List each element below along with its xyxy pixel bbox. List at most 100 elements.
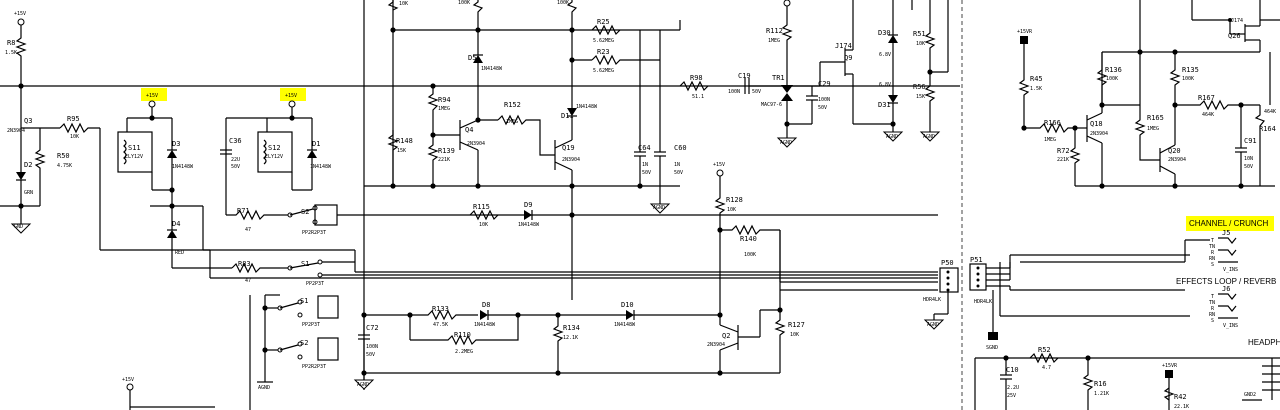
svg-text:1.21K: 1.21K bbox=[1094, 391, 1109, 397]
svg-text:50V: 50V bbox=[752, 89, 761, 95]
svg-text:50V: 50V bbox=[366, 352, 375, 358]
svg-text:221K: 221K bbox=[1057, 157, 1069, 163]
rail-15v-highlight-b: +15V bbox=[280, 88, 306, 118]
svg-text:S1: S1 bbox=[301, 260, 309, 268]
ground-symbol: AGND bbox=[353, 373, 375, 390]
svg-text:1MEG: 1MEG bbox=[768, 38, 780, 44]
svg-text:+15V: +15V bbox=[146, 93, 158, 99]
switch-s2-top: S2 PP2R2P3T bbox=[280, 204, 338, 236]
svg-text:R112: R112 bbox=[766, 27, 783, 35]
capacitor-c10: C10 2.2U 25V bbox=[1000, 366, 1019, 410]
svg-text:PP2P3T: PP2P3T bbox=[302, 322, 320, 328]
svg-text:2N3904: 2N3904 bbox=[467, 141, 485, 147]
resistor-r98: R98 51.1 bbox=[679, 74, 709, 100]
rail-15v-highlight-a: +15V bbox=[141, 88, 167, 118]
jack-j5: CHANNEL / CRUNCH J5 T TN R RN S V_INS bbox=[1186, 216, 1274, 273]
svg-text:D8: D8 bbox=[482, 301, 490, 309]
svg-text:R127: R127 bbox=[788, 321, 805, 329]
svg-text:R148: R148 bbox=[396, 137, 413, 145]
resistor-r50: R50 4.75K bbox=[34, 128, 72, 206]
svg-text:T: T bbox=[1211, 294, 1214, 300]
svg-text:100N: 100N bbox=[366, 344, 378, 350]
svg-text:15K: 15K bbox=[397, 148, 406, 154]
svg-text:P50: P50 bbox=[941, 259, 954, 267]
switch-s1-bottom: S1 PP2P3T bbox=[264, 294, 339, 382]
svg-text:Q18: Q18 bbox=[1090, 120, 1103, 128]
svg-text:1MEG: 1MEG bbox=[438, 106, 450, 112]
svg-text:R98: R98 bbox=[690, 74, 703, 82]
svg-text:R134: R134 bbox=[563, 324, 580, 332]
svg-text:Q9: Q9 bbox=[844, 54, 852, 62]
svg-text:5.62MEG: 5.62MEG bbox=[593, 38, 614, 44]
relay-s11: S11 ELY12V bbox=[117, 115, 172, 191]
ground-symbol: AGND bbox=[776, 124, 798, 148]
svg-text:R167: R167 bbox=[1198, 94, 1215, 102]
zener-d31: D31 6.8V bbox=[878, 82, 898, 124]
svg-text:100K: 100K bbox=[557, 0, 569, 6]
svg-text:R110: R110 bbox=[454, 331, 471, 339]
svg-text:D5: D5 bbox=[468, 54, 476, 62]
resistor-r148: R148 15K bbox=[387, 130, 413, 186]
svg-text:2.2MEG: 2.2MEG bbox=[455, 349, 473, 355]
svg-text:10K: 10K bbox=[790, 332, 799, 338]
rail-15vr-bottom: +15VR bbox=[1162, 363, 1178, 410]
resistor-r128: R128 10K bbox=[714, 176, 743, 315]
svg-text:464K: 464K bbox=[1202, 112, 1214, 118]
svg-text:10K: 10K bbox=[70, 134, 79, 140]
svg-text:1MEG: 1MEG bbox=[506, 119, 518, 125]
svg-text:ELY12V: ELY12V bbox=[125, 154, 143, 160]
svg-text:4.75K: 4.75K bbox=[57, 163, 72, 169]
svg-text:50V: 50V bbox=[642, 170, 651, 176]
diode-d3: D3 1N4148W bbox=[167, 118, 194, 206]
svg-text:AGND: AGND bbox=[927, 322, 939, 328]
svg-text:CHANNEL / CRUNCH: CHANNEL / CRUNCH bbox=[1189, 219, 1268, 228]
svg-text:R83: R83 bbox=[238, 260, 251, 268]
resistor-r139: R139 221K bbox=[427, 135, 455, 186]
transistor-q18: Q18 2N3904 bbox=[1075, 112, 1108, 144]
svg-text:T: T bbox=[1211, 238, 1214, 244]
svg-text:AGND: AGND bbox=[780, 140, 792, 146]
svg-text:EFFECTS LOOP / REVERB: EFFECTS LOOP / REVERB bbox=[1176, 277, 1276, 286]
svg-text:15K: 15K bbox=[916, 94, 925, 100]
svg-text:+15VR: +15VR bbox=[1162, 363, 1178, 369]
svg-text:AGND: AGND bbox=[357, 382, 369, 388]
resistor-r110: R110 2.2MEG bbox=[410, 315, 519, 355]
svg-text:50V: 50V bbox=[231, 164, 240, 170]
resistor-r135: R135 100K bbox=[1169, 52, 1199, 105]
svg-text:R8: R8 bbox=[7, 39, 15, 47]
svg-text:Q3: Q3 bbox=[24, 117, 32, 125]
resistor-r56: R56 15K bbox=[913, 72, 936, 132]
resistor-r115: R115 10K bbox=[469, 203, 499, 228]
svg-text:S11: S11 bbox=[128, 144, 141, 152]
svg-text:+15V: +15V bbox=[14, 11, 26, 17]
svg-text:22U: 22U bbox=[231, 157, 240, 163]
svg-text:R23: R23 bbox=[597, 48, 610, 56]
svg-text:100K: 100K bbox=[458, 0, 470, 6]
svg-text:2N3904: 2N3904 bbox=[707, 342, 725, 348]
triac-tr1: TR1 MAC97-6 bbox=[761, 74, 793, 124]
svg-text:RN: RN bbox=[1209, 256, 1215, 262]
svg-text:S2: S2 bbox=[300, 339, 308, 347]
svg-text:R135: R135 bbox=[1182, 66, 1199, 74]
svg-text:S1: S1 bbox=[300, 297, 308, 305]
resistor-r167: R167 464K bbox=[1175, 94, 1241, 118]
resistor-top-10k: 10K bbox=[387, 0, 408, 11]
svg-text:MAC97-6: MAC97-6 bbox=[761, 102, 782, 108]
svg-text:47.5K: 47.5K bbox=[433, 322, 448, 328]
svg-text:R136: R136 bbox=[1105, 66, 1122, 74]
svg-text:AGND: AGND bbox=[653, 205, 665, 211]
svg-text:10K: 10K bbox=[916, 41, 925, 47]
resistor-r71: R71 47 bbox=[226, 207, 280, 233]
svg-text:V_INS: V_INS bbox=[1223, 323, 1238, 329]
resistor-r52: R52 4.7 bbox=[1029, 346, 1059, 371]
svg-text:10K: 10K bbox=[479, 222, 488, 228]
svg-text:S: S bbox=[1211, 262, 1214, 268]
svg-text:R133: R133 bbox=[432, 305, 449, 313]
svg-text:1N4148W: 1N4148W bbox=[576, 104, 598, 110]
rail-15v-bottom: +15V bbox=[122, 377, 134, 400]
svg-text:1.5K: 1.5K bbox=[1030, 86, 1042, 92]
svg-text:HDR4LK: HDR4LK bbox=[923, 297, 941, 303]
svg-text:S12: S12 bbox=[268, 144, 281, 152]
svg-text:J174: J174 bbox=[1231, 18, 1243, 24]
svg-text:4.7: 4.7 bbox=[1042, 365, 1051, 371]
